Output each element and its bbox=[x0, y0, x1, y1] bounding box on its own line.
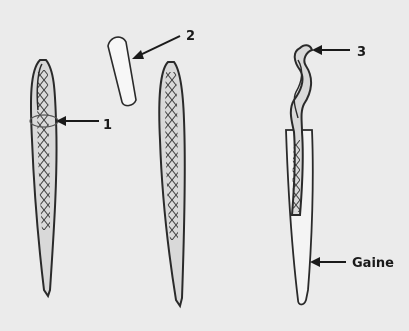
label-gaine: Gaine bbox=[352, 257, 394, 270]
arrow-gaine bbox=[310, 257, 346, 267]
label-1: 1 bbox=[103, 119, 112, 132]
label-2: 2 bbox=[186, 30, 195, 43]
arrow-2 bbox=[132, 36, 180, 59]
worm-2 bbox=[159, 62, 185, 306]
worm-1 bbox=[30, 60, 58, 296]
label-3: 3 bbox=[357, 46, 366, 59]
arrow-1 bbox=[56, 116, 99, 126]
worm-3 bbox=[286, 45, 313, 304]
cap-2 bbox=[108, 37, 136, 106]
arrow-3 bbox=[312, 45, 350, 55]
